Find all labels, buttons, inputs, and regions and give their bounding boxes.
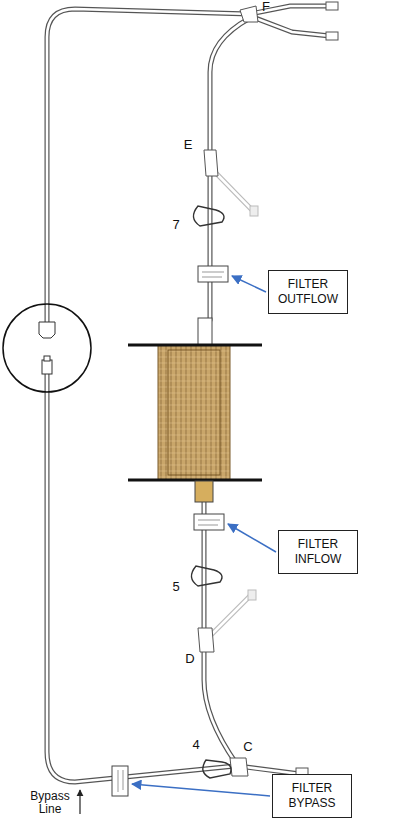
callout-letter: D — [182, 652, 198, 666]
callout-arrows — [132, 276, 276, 796]
callout-box: FILTER INFLOW — [278, 530, 358, 574]
bypass-pointer — [79, 790, 80, 814]
callout-text: FILTER INFLOW — [284, 537, 352, 567]
line-tags — [112, 266, 228, 796]
callout-letter: C — [240, 740, 256, 754]
callout-text: FILTER OUTFLOW — [274, 277, 342, 307]
callout-letter: F — [258, 0, 274, 14]
callout-letter: E — [180, 138, 196, 152]
callout-letter: 4 — [188, 738, 204, 752]
callout-letter: 7 — [168, 218, 184, 232]
callout-box: FILTER BYPASS — [272, 774, 352, 818]
bypass-disconnect — [3, 304, 91, 392]
tubing — [47, 6, 330, 782]
callout-box: FILTER OUTFLOW — [268, 270, 348, 314]
pinch-clamps — [191, 206, 231, 778]
callout-letter: 5 — [168, 580, 184, 594]
filter — [128, 318, 262, 502]
line-label: Bypass Line — [26, 790, 74, 816]
callout-text: FILTER BYPASS — [278, 781, 346, 811]
